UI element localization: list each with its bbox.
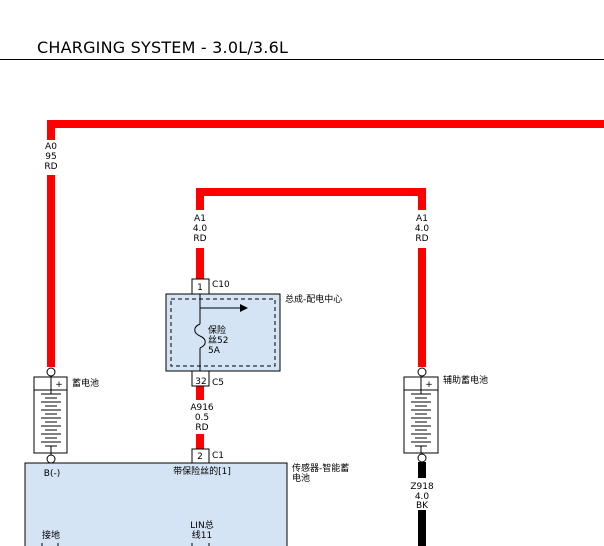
wire-a0-drop-lower[interactable] xyxy=(47,175,55,367)
wire-z918-gauge: 4.0 xyxy=(415,492,430,502)
wire-a1-left-gauge: 4.0 xyxy=(193,224,208,234)
wire-label-a1-left: A1 4.0 RD xyxy=(193,214,208,244)
aux-battery-cells-icon xyxy=(411,390,431,453)
battery-cells-icon xyxy=(41,390,61,453)
wire-a1-left-upper[interactable] xyxy=(196,188,204,210)
power-distribution-center[interactable]: 保险 丝52 5A 总成-配电中心 xyxy=(165,293,342,372)
aux-battery-bottom-terminal[interactable] xyxy=(417,453,427,463)
fuse-icon xyxy=(194,323,206,349)
wire-a1-top-run[interactable] xyxy=(196,188,426,196)
wire-a0-top-run[interactable] xyxy=(47,120,604,128)
sensor-lin-line1: LIN总 xyxy=(190,519,213,531)
title-divider xyxy=(0,59,604,60)
wire-z918-id: Z918 xyxy=(410,482,434,492)
arrow-right-icon xyxy=(240,304,248,312)
connector-c5-pin-box[interactable] xyxy=(191,371,210,387)
fuse-rating: 5A xyxy=(208,346,221,356)
sensor-fused-pin: 带保险丝的[1] xyxy=(173,465,231,477)
wire-a1-left-lower[interactable] xyxy=(196,248,204,279)
battery-bottom-terminal[interactable] xyxy=(46,454,56,464)
aux-battery[interactable]: + 辅助蓄电池 xyxy=(403,367,488,463)
sensor-name-line2: 电池 xyxy=(292,472,310,484)
battery-name: 蓄电池 xyxy=(72,377,99,389)
fuse-label-line2: 丝52 xyxy=(208,334,228,346)
battery-sensor-body[interactable] xyxy=(24,462,288,546)
wire-z918[interactable] xyxy=(418,462,426,546)
wire-a916-gauge: 0.5 xyxy=(195,413,209,423)
connector-c1[interactable]: 2 C1 xyxy=(191,448,224,463)
wire-label-a916: A916 0.5 RD xyxy=(190,403,214,433)
wire-a1-right-lower[interactable] xyxy=(418,248,426,367)
wire-a0-color: RD xyxy=(44,162,57,172)
wire-a1-left-color: RD xyxy=(193,234,206,244)
pdc-name: 总成-配电中心 xyxy=(285,293,342,305)
wire-a1-right-color: RD xyxy=(415,234,428,244)
wire-label-a1-right: A1 4.0 RD xyxy=(415,214,430,244)
wire-z918-color: BK xyxy=(416,501,429,511)
sensor-pin-b-neg: B(-) xyxy=(44,469,60,479)
wire-a1-right-gauge: 4.0 xyxy=(415,224,430,234)
aux-battery-name: 辅助蓄电池 xyxy=(443,374,488,386)
connector-c10[interactable]: 1 C10 xyxy=(191,278,230,294)
wire-a1-left-id: A1 xyxy=(194,214,206,224)
battery-top-terminal[interactable] xyxy=(46,367,56,377)
aux-battery-top-terminal[interactable] xyxy=(417,367,427,377)
connector-c10-pin: 1 xyxy=(197,283,203,293)
battery-plus-sign: + xyxy=(55,380,63,390)
battery[interactable]: + 蓄电池 xyxy=(33,367,99,464)
wire-a916[interactable] xyxy=(196,386,204,449)
connector-c1-pin-box[interactable] xyxy=(191,448,210,463)
wire-a0[interactable] xyxy=(47,120,604,367)
wire-a1-right-id: A1 xyxy=(416,214,428,224)
sensor-name-line1: 传感器-智能蓄 xyxy=(292,462,349,474)
wire-z918-upper[interactable] xyxy=(418,462,426,478)
battery-sensor[interactable]: B(-) 带保险丝的[1] 接地 LIN总 线11 传感器-智能蓄 电池 xyxy=(24,462,349,546)
connector-c5[interactable]: 32 C5 xyxy=(191,371,224,388)
sensor-ground-pin: 接地 xyxy=(42,529,60,541)
connector-c1-name: C1 xyxy=(212,451,224,461)
wire-a916-upper[interactable] xyxy=(196,386,204,400)
wire-label-z918: Z918 4.0 BK xyxy=(410,482,434,511)
wire-a1[interactable] xyxy=(196,188,426,367)
connector-c5-name: C5 xyxy=(212,378,224,388)
sensor-lin-line2: 线11 xyxy=(192,529,212,541)
wire-a916-color: RD xyxy=(195,423,208,433)
wire-a1-right-upper[interactable] xyxy=(418,188,426,210)
connector-c1-pin: 2 xyxy=(197,452,203,462)
wire-z918-lower[interactable] xyxy=(418,510,426,546)
connector-c5-pin: 32 xyxy=(195,377,206,387)
wire-a0-drop-upper[interactable] xyxy=(47,120,55,140)
wire-label-a0: A0 95 RD xyxy=(44,142,57,172)
connector-c10-pin-box[interactable] xyxy=(191,278,210,294)
pdc-body[interactable] xyxy=(165,293,281,372)
aux-battery-plus-sign: + xyxy=(425,380,433,390)
page-title: CHARGING SYSTEM - 3.0L/3.6L xyxy=(37,38,289,57)
wire-a916-lower[interactable] xyxy=(196,434,204,449)
wire-a916-id: A916 xyxy=(190,403,214,413)
fuse-label-line1: 保险 xyxy=(208,324,226,336)
connector-c10-name: C10 xyxy=(212,280,230,290)
pdc-inner-boundary xyxy=(170,298,276,367)
wire-a0-gauge: 95 xyxy=(45,152,56,162)
wire-a0-id: A0 xyxy=(45,142,57,152)
